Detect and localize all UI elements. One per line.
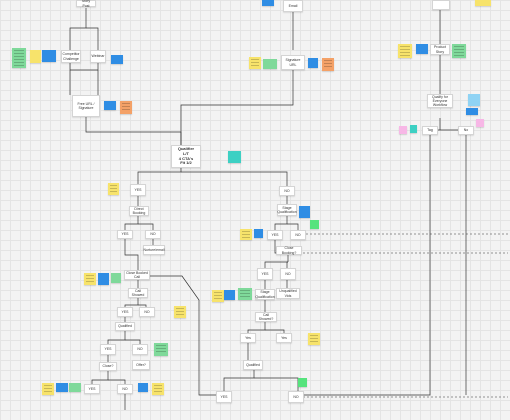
call-showed-node[interactable]: Call Showed: [128, 288, 148, 298]
sticky-note[interactable]: [228, 151, 241, 163]
yes-node-4[interactable]: YES: [117, 307, 133, 317]
sticky-note[interactable]: [98, 273, 109, 285]
sticky-note[interactable]: [84, 273, 96, 285]
sticky-note[interactable]: [262, 0, 274, 6]
sticky-note[interactable]: [410, 125, 417, 133]
story-post-node[interactable]: Story Post: [76, 0, 96, 8]
sticky-note[interactable]: [452, 44, 466, 58]
sticky-note[interactable]: [298, 378, 307, 387]
sticky-note[interactable]: [254, 229, 263, 238]
close-booking-node[interactable]: Close Booking?: [276, 246, 302, 255]
call-showed-node-2[interactable]: Call Showed?: [255, 312, 277, 322]
stage-qualification-node[interactable]: Stage Qualification: [277, 204, 297, 216]
qualify-for-everyone-node[interactable]: Qualify for Everyone Workflow: [427, 94, 453, 108]
sticky-note[interactable]: [224, 290, 235, 300]
sticky-note[interactable]: [30, 50, 41, 63]
sticky-note[interactable]: [466, 108, 478, 115]
qualifier-node[interactable]: Qualifier L/T 4 CTA's Fit 1/2: [171, 145, 201, 168]
sticky-note[interactable]: [56, 383, 68, 392]
sticky-note[interactable]: [310, 220, 319, 229]
no-node-5[interactable]: NO: [280, 268, 296, 280]
yes-node-8[interactable]: YES: [84, 384, 100, 394]
sticky-note[interactable]: [138, 383, 148, 392]
nurture-node[interactable]: Nurture/email: [143, 245, 165, 255]
sticky-note[interactable]: [212, 290, 224, 302]
no-final-node[interactable]: NO: [288, 391, 304, 403]
direct-booking-node[interactable]: Direct Booking: [129, 206, 149, 216]
sticky-note[interactable]: [249, 57, 261, 69]
yes-node-7[interactable]: Yes: [240, 333, 256, 343]
no-node-8[interactable]: NO: [117, 384, 133, 394]
sticky-note[interactable]: [42, 383, 54, 395]
stage-qualification-node-2[interactable]: Stage Qualification: [255, 289, 275, 300]
sticky-note[interactable]: [240, 229, 252, 240]
product-story-node[interactable]: Product Story: [430, 44, 450, 55]
offer-node[interactable]: Offer?: [132, 360, 150, 370]
sticky-note[interactable]: [263, 59, 277, 69]
unqualified-vids-node[interactable]: Unqualified Vids: [276, 288, 300, 299]
sticky-note[interactable]: [399, 126, 407, 134]
qualified-node-1[interactable]: Qualified: [115, 322, 135, 331]
no-node-6[interactable]: NO: [132, 344, 148, 355]
email-node[interactable]: Email: [283, 0, 303, 12]
no-node-1[interactable]: NO: [279, 186, 295, 196]
no-node-3[interactable]: NO: [290, 230, 306, 240]
top-right-node[interactable]: [432, 0, 450, 10]
sticky-note[interactable]: [69, 383, 81, 392]
sticky-note[interactable]: [174, 306, 186, 318]
sticky-note[interactable]: [154, 343, 168, 356]
sticky-note[interactable]: [111, 273, 121, 283]
no-node-2[interactable]: NO: [145, 230, 161, 239]
yes-node-7b[interactable]: Yes: [276, 333, 292, 343]
yes-node-1[interactable]: YES: [130, 184, 146, 196]
yes-node-6[interactable]: YES: [100, 344, 116, 355]
tag-node[interactable]: Tag: [422, 126, 438, 135]
sticky-note[interactable]: [42, 50, 56, 62]
sticky-note[interactable]: [416, 44, 428, 54]
webinar-node[interactable]: Webinar: [90, 50, 106, 63]
sticky-note[interactable]: [152, 383, 164, 395]
qualified-node-2[interactable]: Qualified: [243, 360, 263, 370]
sticky-note[interactable]: [120, 101, 132, 114]
close-node[interactable]: Close?: [99, 362, 117, 371]
sticky-note[interactable]: [111, 55, 123, 64]
sticky-note[interactable]: [476, 119, 484, 127]
competitor-challenge-node[interactable]: Competitor Challenge: [61, 50, 81, 63]
no-node-4[interactable]: NO: [139, 307, 155, 317]
no-right-node[interactable]: No: [458, 126, 474, 135]
sticky-note[interactable]: [238, 288, 252, 300]
yes-node-3[interactable]: YES: [267, 230, 283, 240]
signature-url-node[interactable]: Signature URL: [281, 55, 305, 70]
sticky-note[interactable]: [104, 101, 116, 110]
sticky-note[interactable]: [308, 333, 320, 345]
sticky-note[interactable]: [398, 44, 412, 58]
sticky-note[interactable]: [299, 206, 310, 218]
yes-final-node[interactable]: YES: [216, 391, 232, 403]
sticky-note[interactable]: [308, 58, 318, 68]
sticky-note[interactable]: [108, 183, 119, 195]
sticky-note[interactable]: [475, 0, 491, 6]
yes-node-5[interactable]: YES: [257, 268, 273, 280]
close-booked-call-node[interactable]: Close Booked Call: [124, 270, 150, 280]
sticky-note[interactable]: [12, 48, 26, 68]
free-url-signature-node[interactable]: Free URL / Signature: [72, 95, 100, 117]
sticky-note[interactable]: [322, 58, 334, 71]
yes-node-2[interactable]: YES: [117, 230, 133, 239]
sticky-note[interactable]: [468, 94, 480, 106]
